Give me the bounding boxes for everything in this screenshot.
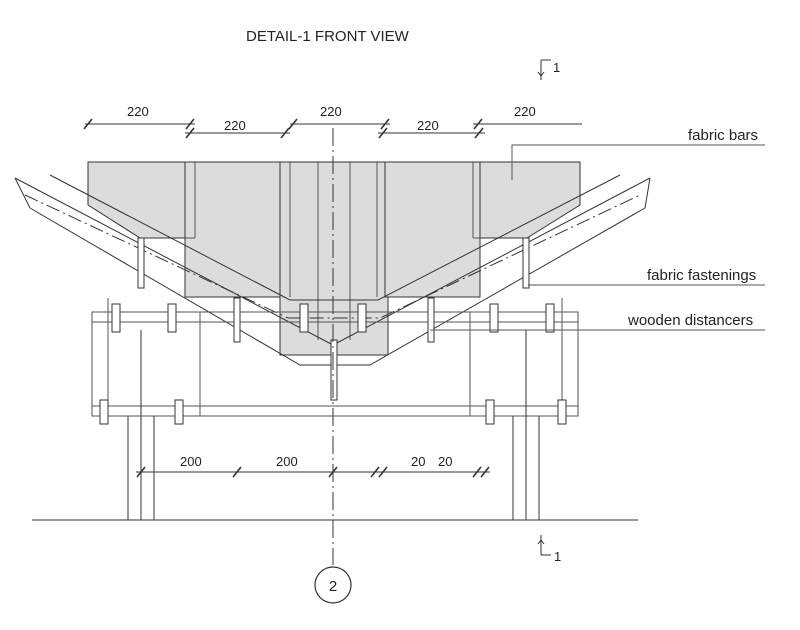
section-mark-top-label: 1 (553, 60, 560, 75)
leader-lines (430, 144, 765, 331)
dim-top-5: 220 (514, 104, 536, 119)
bolts (99, 237, 567, 425)
section-mark-bottom (537, 535, 551, 556)
fabric-bars (87, 161, 581, 356)
top-dimension-chain (83, 118, 582, 139)
dim-bottom-2: 200 (276, 454, 298, 469)
section-mark-top (537, 59, 551, 80)
dim-top-2: 220 (224, 118, 246, 133)
dim-bottom-1: 200 (180, 454, 202, 469)
label-fabric-bars: fabric bars (688, 127, 758, 144)
label-wooden-distancers: wooden distancers (627, 312, 753, 329)
drawing-title: DETAIL-1 FRONT VIEW (246, 28, 410, 45)
bottom-dimension-chain (136, 466, 490, 478)
dim-top-3: 220 (320, 104, 342, 119)
label-fabric-fastenings: fabric fastenings (647, 267, 756, 284)
section-mark-bottom-label: 1 (554, 549, 561, 564)
dim-top-1: 220 (127, 104, 149, 119)
posts (127, 330, 540, 520)
dim-bottom-4: 20 (438, 454, 452, 469)
dim-bottom-3: 20 (411, 454, 425, 469)
axis-marker-circle (314, 566, 352, 604)
dim-top-4: 220 (417, 118, 439, 133)
axis-marker-label: 2 (329, 578, 337, 595)
